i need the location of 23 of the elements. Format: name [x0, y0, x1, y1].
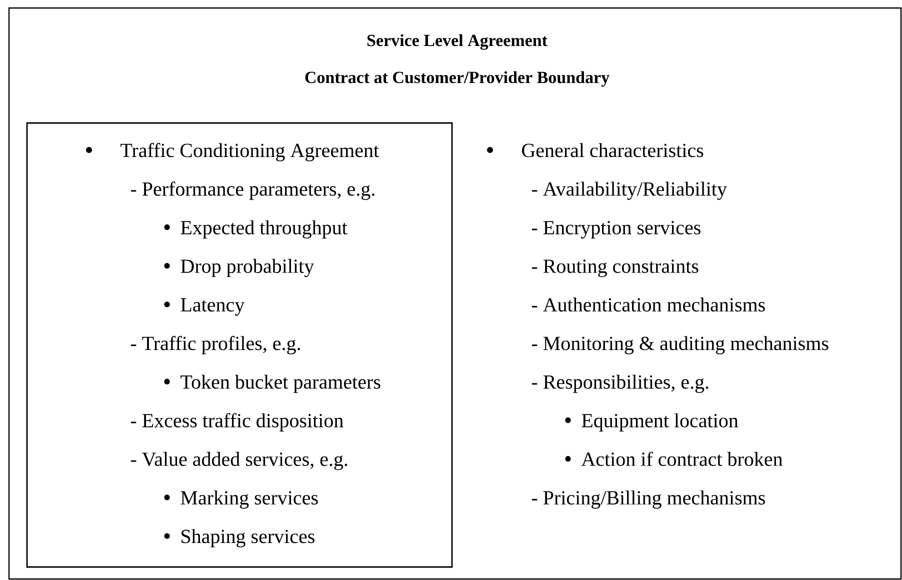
list-item: Shaping services [164, 529, 314, 548]
list-item: Expected throughput [164, 220, 348, 238]
list-item: Equipment location [565, 413, 738, 432]
list-item: General characteristics [487, 143, 704, 158]
heading: Service Level Agreement [367, 34, 548, 50]
list-item: Drop probability [164, 258, 314, 278]
list-item: - Monitoring & auditing mechanisms [532, 336, 828, 354]
list-item: - Availability/Reliability [532, 182, 727, 200]
list-item: - Performance parameters, e.g. [130, 182, 374, 200]
heading: Contract at Customer/Provider Boundary [305, 71, 610, 87]
list-item: - Pricing/Billing mechanisms [532, 490, 765, 509]
list-item: - Encryption services [532, 220, 700, 238]
list-item: Marking services [164, 490, 318, 509]
list-item: - Traffic profiles, e.g. [130, 336, 300, 354]
list-item: Token bucket parameters [164, 374, 380, 393]
list-item: - Authentication mechanisms [532, 298, 765, 312]
list-item: - Excess traffic disposition [130, 413, 344, 432]
list-item: - Routing constraints [532, 260, 698, 278]
list-item: - Value added services, e.g. [130, 452, 348, 470]
list-item: Traffic Conditioning Agreement [86, 142, 379, 162]
list-item: - Responsibilities, e.g. [532, 374, 708, 393]
list-item: Action if contract broken [565, 452, 783, 466]
list-item: Latency [164, 298, 245, 316]
